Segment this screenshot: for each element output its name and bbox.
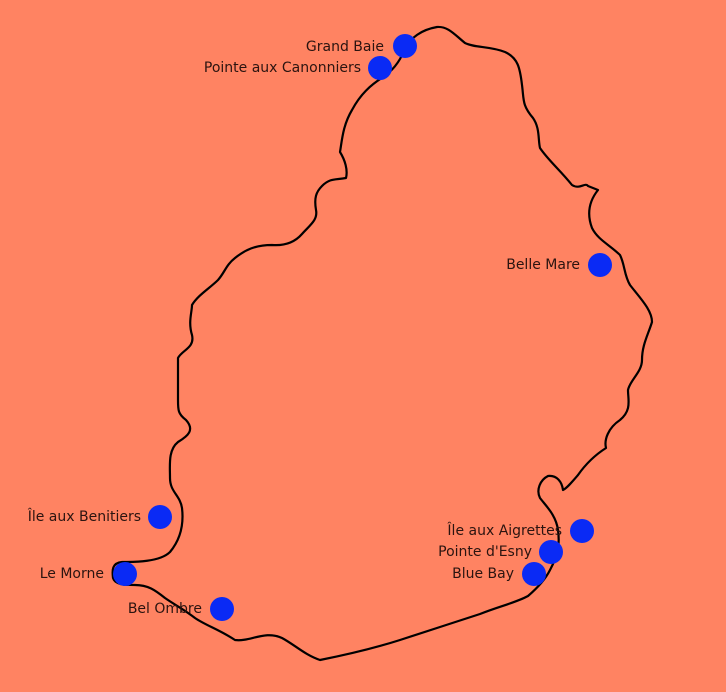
marker-le-morne[interactable]: Le Morne — [40, 562, 137, 586]
place-label: Blue Bay — [452, 566, 514, 582]
marker-ile-aux-benitiers[interactable]: Île aux Benitiers — [27, 505, 172, 529]
marker-grand-baie[interactable]: Grand Baie — [306, 34, 417, 58]
marker-pointe-d-esny[interactable]: Pointe d'Esny — [438, 540, 563, 564]
place-label: Grand Baie — [306, 39, 384, 55]
location-marker-icon[interactable] — [148, 505, 172, 529]
island-coastline — [111, 25, 654, 662]
place-label: Bel Ombre — [128, 601, 202, 617]
place-label: Île aux Benitiers — [27, 507, 141, 525]
location-marker-icon[interactable] — [570, 519, 594, 543]
place-label: Île aux Aigrettes — [446, 521, 562, 539]
place-label: Belle Mare — [506, 257, 580, 273]
place-label: Pointe d'Esny — [438, 544, 532, 560]
marker-pointe-aux-canonniers[interactable]: Pointe aux Canonniers — [204, 56, 392, 80]
location-marker-icon[interactable] — [393, 34, 417, 58]
location-marker-icon[interactable] — [588, 253, 612, 277]
place-label: Pointe aux Canonniers — [204, 60, 361, 76]
marker-ile-aux-aigrettes[interactable]: Île aux Aigrettes — [446, 519, 594, 543]
place-label: Le Morne — [40, 566, 104, 582]
marker-bel-ombre[interactable]: Bel Ombre — [128, 597, 234, 621]
marker-belle-mare[interactable]: Belle Mare — [506, 253, 612, 277]
marker-blue-bay[interactable]: Blue Bay — [452, 562, 546, 586]
location-marker-icon[interactable] — [368, 56, 392, 80]
location-marker-icon[interactable] — [210, 597, 234, 621]
location-marker-icon[interactable] — [522, 562, 546, 586]
location-marker-icon[interactable] — [539, 540, 563, 564]
location-marker-icon[interactable] — [113, 562, 137, 586]
